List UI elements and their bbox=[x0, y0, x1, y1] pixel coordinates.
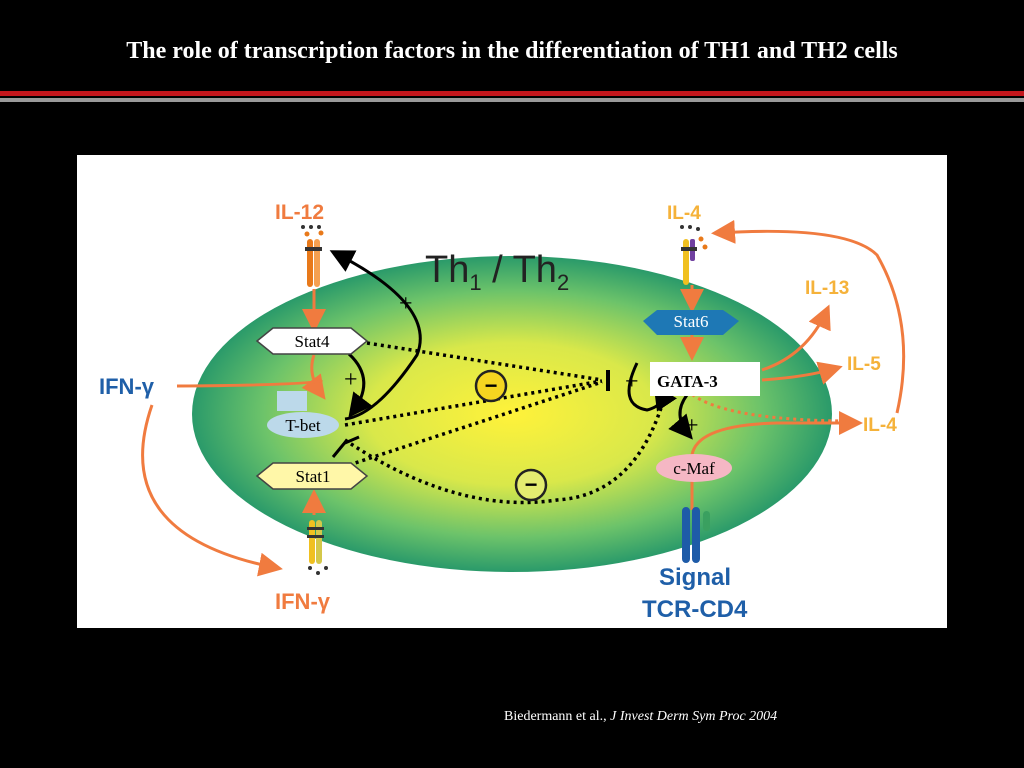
plus-sign-il12: + bbox=[399, 291, 413, 317]
citation-journal: J Invest Derm Sym Proc 2004 bbox=[610, 709, 778, 724]
ifng-left-label: IFN-γ bbox=[99, 374, 155, 399]
black-dotted-inhibitions bbox=[344, 341, 667, 505]
orange-pathways bbox=[141, 219, 906, 577]
stat6-node: Stat6 bbox=[643, 310, 739, 335]
slide-title: The role of transcription factors in the… bbox=[126, 38, 898, 64]
il4-right-label: IL-4 bbox=[863, 415, 897, 436]
th1-th2-diagram: Th1 / Th2 IL-12 IL-4 bbox=[99, 201, 906, 623]
citation: Biedermann et al., J Invest Derm Sym Pro… bbox=[504, 709, 777, 725]
minus-circle-bottom: − bbox=[514, 468, 548, 502]
svg-text:−: − bbox=[485, 373, 498, 398]
il13-label: IL-13 bbox=[805, 278, 849, 299]
tbet-node: T-bet bbox=[267, 391, 339, 438]
th1-th2-header: Th1 / Th2 bbox=[425, 249, 569, 295]
cmaf-node: c-Maf bbox=[656, 454, 732, 482]
minus-circle-top: − bbox=[474, 369, 508, 403]
tcr-cd4-label: TCR-CD4 bbox=[642, 596, 748, 623]
il5-label: IL-5 bbox=[847, 354, 881, 375]
il4-top-label: IL-4 bbox=[667, 203, 701, 224]
tcr-receptor bbox=[682, 507, 710, 563]
il12-receptor bbox=[301, 225, 324, 287]
svg-text:c-Maf: c-Maf bbox=[673, 459, 715, 478]
ifng-receptor bbox=[307, 520, 328, 575]
diagram-figure: Th1 / Th2 IL-12 IL-4 bbox=[77, 155, 947, 628]
svg-text:Stat6: Stat6 bbox=[674, 312, 709, 331]
svg-text:Stat1: Stat1 bbox=[296, 467, 331, 486]
stat4-node: Stat4 bbox=[255, 327, 369, 355]
svg-text:−: − bbox=[525, 472, 538, 497]
svg-text:T-bet: T-bet bbox=[285, 416, 321, 435]
title-divider-red bbox=[0, 91, 1024, 96]
title-divider-gray bbox=[0, 98, 1024, 102]
signal-label: Signal bbox=[659, 564, 731, 591]
svg-text:GATA-3: GATA-3 bbox=[657, 372, 718, 391]
svg-text:Stat4: Stat4 bbox=[295, 332, 330, 351]
ifng-bottom-label: IFN-γ bbox=[275, 589, 331, 614]
stat1-node: Stat1 bbox=[255, 462, 369, 490]
plus-sign-gata3-cmaf: + bbox=[685, 413, 699, 439]
citation-authors: Biedermann et al., bbox=[504, 709, 611, 724]
il12-label: IL-12 bbox=[275, 201, 324, 224]
gata3-node: GATA-3 bbox=[650, 362, 760, 396]
plus-sign-stat4-tbet: + bbox=[344, 367, 358, 393]
il4-receptor bbox=[680, 225, 708, 285]
plus-sign-gata3-auto: + bbox=[625, 369, 639, 395]
